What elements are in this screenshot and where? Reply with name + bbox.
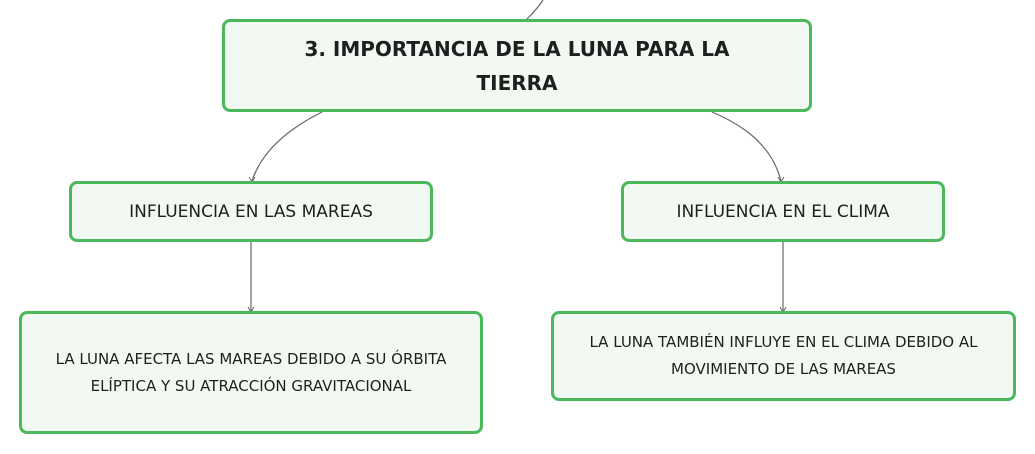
- detail-text-clima: LA LUNA TAMBIÉN INFLUYE EN EL CLIMA DEBI…: [589, 333, 978, 378]
- connector-from-parent: [526, 0, 544, 20]
- connector-root-to-clima: [711, 111, 782, 182]
- detail-node-mareas[interactable]: LA LUNA AFECTA LAS MAREAS DEBIDO A SU ÓR…: [19, 311, 483, 434]
- subtopic-label-clima: INFLUENCIA EN EL CLIMA: [676, 201, 890, 222]
- subtopic-label-mareas: INFLUENCIA EN LAS MAREAS: [129, 201, 373, 222]
- subtopic-node-mareas[interactable]: INFLUENCIA EN LAS MAREAS: [69, 181, 433, 242]
- detail-text-mareas: LA LUNA AFECTA LAS MAREAS DEBIDO A SU ÓR…: [55, 349, 447, 395]
- root-topic-node[interactable]: 3. IMPORTANCIA DE LA LUNA PARA LA TIERRA: [222, 19, 812, 112]
- detail-node-clima[interactable]: LA LUNA TAMBIÉN INFLUYE EN EL CLIMA DEBI…: [551, 311, 1016, 401]
- root-topic-title: 3. IMPORTANCIA DE LA LUNA PARA LA TIERRA: [304, 36, 730, 95]
- subtopic-node-clima[interactable]: INFLUENCIA EN EL CLIMA: [621, 181, 945, 242]
- connector-root-to-mareas: [251, 111, 323, 182]
